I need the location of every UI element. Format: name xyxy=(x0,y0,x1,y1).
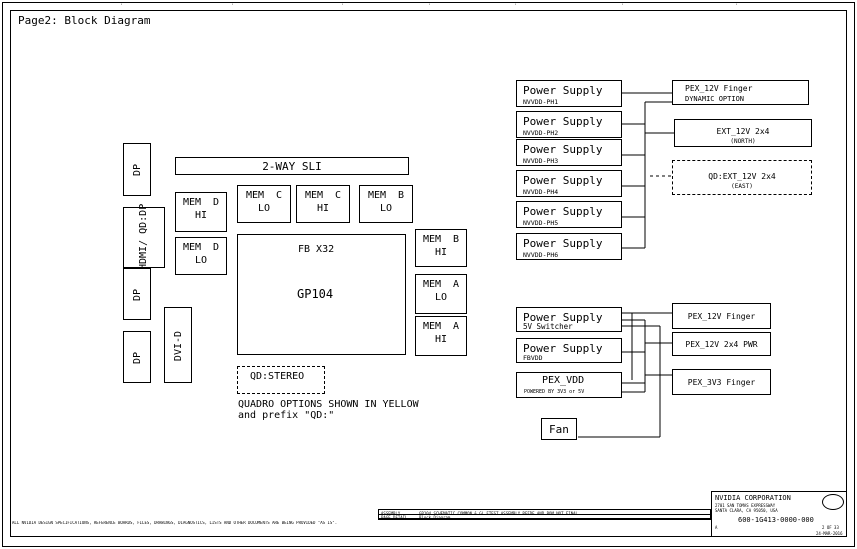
mem-d-hi-label: MEM D HI xyxy=(182,197,220,221)
mem-b-lo-label: MEM B LO xyxy=(367,190,405,214)
mem-b-hi: MEM B HI xyxy=(415,229,467,267)
sw-sub: 5V Switcher xyxy=(523,322,573,331)
title-block-company: NVIDIA CORPORATION 2701 SAN TOMAS EXPRES… xyxy=(711,491,847,537)
power-supply-ph2: Power Supply NVVDD-PH2 xyxy=(516,111,622,138)
sli-label: 2-WAY SLI xyxy=(262,160,322,173)
sw-title: Power Supply xyxy=(523,311,603,324)
pex-12v-2x4-pwr: PEX_12V 2x4 PWR xyxy=(672,332,771,356)
company-address-2: SANTA CLARA, CA 95050, USA xyxy=(715,508,778,513)
power-supply-title: Power Supply xyxy=(523,205,603,218)
dp-label-2: DP xyxy=(132,288,143,302)
hdmi-connector: HDMI/ QD:DP xyxy=(123,203,165,270)
assembly-label: ASSEMBLY xyxy=(381,511,401,516)
gpu-name: GP104 xyxy=(297,287,334,301)
mem-a-hi: MEM A HI xyxy=(415,316,467,356)
dp-connector-3: DP xyxy=(123,331,151,383)
dp-connector-1: DP xyxy=(123,143,151,196)
fan-label: Fan xyxy=(549,423,569,436)
power-supply-ph1: Power Supply NVVDD-PH1 xyxy=(516,80,622,107)
pex12-label: PEX_12V Finger xyxy=(687,312,756,321)
gpu-block: FB X32 GP104 xyxy=(237,234,406,355)
dp-label-3: DP xyxy=(132,351,143,365)
power-supply-sub: NVVDD-PH4 xyxy=(523,188,559,196)
power-supply-sub: NVVDD-PH3 xyxy=(523,157,559,165)
page-title: Page2: Block Diagram xyxy=(18,14,151,27)
ext-north-label: EXT_12V 2x4 xyxy=(716,127,770,136)
mem-d-lo-label: MEM D LO xyxy=(182,242,220,266)
power-supply-sub: NVVDD-PH2 xyxy=(523,129,559,137)
gpu-fb-label: FB X32 xyxy=(298,244,335,255)
dp-connector-2: DP xyxy=(123,268,151,320)
mem-a-lo: MEM A LO xyxy=(415,274,467,314)
part-number: 600-1G413-0000-000 xyxy=(738,516,814,524)
power-supply-ph3: Power Supply NVVDD-PH3 xyxy=(516,139,622,166)
mem-d-lo: MEM D LO xyxy=(175,237,227,275)
power-supply-5v-switcher: Power Supply 5V Switcher xyxy=(516,307,622,332)
power-supply-title: Power Supply xyxy=(523,143,603,156)
dp-label-1: DP xyxy=(132,163,143,177)
disclaimer-text: ALL NVIDIA DESIGN SPECIFICATIONS, REFERE… xyxy=(12,521,338,525)
company-name: NVIDIA CORPORATION xyxy=(715,494,791,502)
ext-12v-north: EXT_12V 2x4 (NORTH) xyxy=(674,119,812,147)
drawing-frame xyxy=(10,10,847,537)
mem-a-lo-label: MEM A LO xyxy=(422,279,460,303)
pex-pwr-label: PEX_12V 2x4 PWR xyxy=(685,340,758,349)
mem-b-lo: MEM B LO xyxy=(359,185,413,223)
rev-value: A xyxy=(715,525,718,530)
power-supply-ph4: Power Supply NVVDD-PH4 xyxy=(516,170,622,197)
mem-c-hi: MEM C HI xyxy=(296,185,350,223)
date-value: 24-MAR-2016 xyxy=(816,531,843,536)
fb-title: Power Supply xyxy=(523,342,603,355)
mem-b-hi-label: MEM B HI xyxy=(422,234,460,258)
power-supply-title: Power Supply xyxy=(523,237,603,250)
power-supply-sub: NVVDD-PH1 xyxy=(523,98,559,106)
page-detail-label: PAGE DETAIL xyxy=(381,515,408,520)
fb-sub: FBVDD xyxy=(523,354,543,362)
assembly-value: GP104 SCHEMATIC COMMON & GL FTEST ASSEMB… xyxy=(419,511,578,516)
power-supply-title: Power Supply xyxy=(523,174,603,187)
mem-c-lo-label: MEM C LO xyxy=(245,190,283,214)
page-detail-value: Block Diagram xyxy=(419,515,451,520)
mem-a-hi-label: MEM A HI xyxy=(422,321,460,345)
fan-block: Fan xyxy=(541,418,577,440)
page-number: 2 OF 33 xyxy=(822,525,839,530)
quadro-note-line1: QUADRO OPTIONS SHOWN IN YELLOW xyxy=(238,399,419,410)
dynamic-option-label: DYNAMIC OPTION xyxy=(685,95,745,103)
pex-finger-label: PEX_12V Finger xyxy=(685,84,753,93)
power-supply-title: Power Supply xyxy=(523,84,603,97)
pexvdd-title: PEX_VDD xyxy=(542,375,585,386)
ext-north-sub: (NORTH) xyxy=(730,138,756,145)
ext-east-label: QD:EXT_12V 2x4 xyxy=(708,172,776,181)
sli-block: 2-WAY SLI xyxy=(175,157,409,175)
title-block-page-detail-row: PAGE DETAIL Block Diagram xyxy=(378,514,711,520)
power-supply-sub: NVVDD-PH6 xyxy=(523,251,559,259)
quadro-note-line2: and prefix "QD:" xyxy=(238,410,335,421)
pex-12v-finger-dynamic: PEX_12V Finger DYNAMIC OPTION xyxy=(672,80,809,105)
power-supply-ph5: Power Supply NVVDD-PH5 xyxy=(516,201,622,228)
dvi-connector: DVI-D xyxy=(164,307,192,383)
company-address-1: 2701 SAN TOMAS EXPRESSWAY xyxy=(715,503,776,508)
pex-3v3-finger: PEX_3V3 Finger xyxy=(672,369,771,395)
power-supply-fbvdd: Power Supply FBVDD xyxy=(516,338,622,363)
qd-stereo-label: QD:STEREO xyxy=(250,371,305,382)
mem-c-hi-label: MEM C HI xyxy=(304,190,342,214)
pex-12v-finger: PEX_12V Finger xyxy=(672,303,771,329)
qd-ext-12v-east: QD:EXT_12V 2x4 (EAST) xyxy=(672,160,812,195)
power-supply-ph6: Power Supply NVVDD-PH6 xyxy=(516,233,622,260)
ext-east-sub: (EAST) xyxy=(731,183,753,190)
pexvdd-sub: POWERED BY 3V3 or 5V xyxy=(524,389,585,395)
power-supply-title: Power Supply xyxy=(523,115,603,128)
dvi-label: DVI-D xyxy=(173,330,184,362)
power-supply-sub: NVVDD-PH5 xyxy=(523,219,559,227)
hdmi-label: HDMI/ QD:DP xyxy=(138,203,149,270)
pex3v3-label: PEX_3V3 Finger xyxy=(687,378,756,387)
pex-vdd-block: PEX_VDD POWERED BY 3V3 or 5V xyxy=(516,372,622,398)
qd-stereo-block: QD:STEREO xyxy=(237,366,325,394)
mem-c-lo: MEM C LO xyxy=(237,185,291,223)
nvidia-logo-icon xyxy=(822,494,844,510)
mem-d-hi: MEM D HI xyxy=(175,192,227,232)
